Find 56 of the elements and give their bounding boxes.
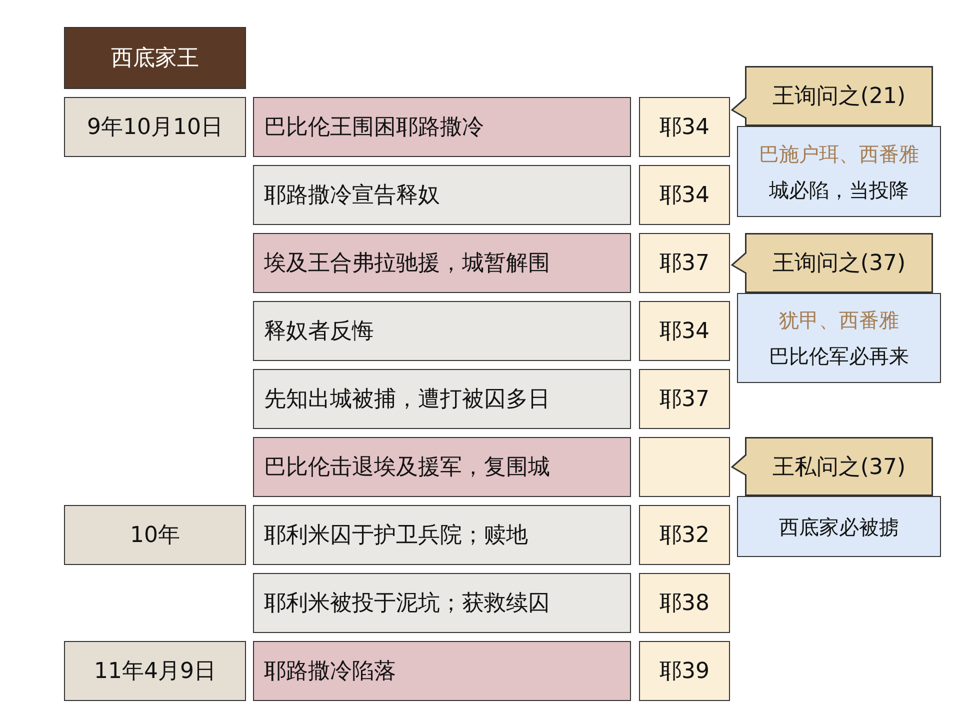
callout-box: [731, 233, 933, 293]
event-box: [253, 165, 631, 225]
title-box: [64, 27, 246, 89]
event-text: 释奴者反悔: [264, 318, 374, 346]
title-text: 西底家王: [111, 45, 199, 73]
date-box: [64, 641, 246, 701]
event-box: [253, 573, 631, 633]
date-text: 11年4月9日: [94, 658, 216, 686]
event-text: 巴比伦击退埃及援军，复围城: [264, 454, 550, 482]
event-text: 先知出城被捕，遭打被囚多日: [264, 386, 550, 414]
answer-text: 巴比伦军必再来: [769, 343, 909, 370]
reference-box: [639, 233, 730, 293]
reference-box: [639, 165, 730, 225]
answer-text: 城必陷，当投降: [769, 176, 909, 204]
reference-text: 耶37: [660, 386, 710, 414]
answer-box: [737, 293, 941, 383]
answer-text: 西底家必被掳: [779, 514, 899, 540]
reference-box: [639, 641, 730, 701]
date-text: 9年10月10日: [87, 114, 223, 142]
reference-box: [639, 369, 730, 429]
reference-text: 耶34: [660, 182, 710, 210]
event-text: 埃及王合弗拉驰援，城暂解围: [264, 250, 550, 278]
callout-box: [731, 66, 933, 126]
event-text: 耶路撒冷宣告释奴: [264, 182, 440, 210]
event-box: [253, 369, 631, 429]
reference-box: [639, 505, 730, 565]
date-box: [64, 97, 246, 157]
reference-box: [639, 573, 730, 633]
event-box: [253, 641, 631, 701]
date-box: [64, 505, 246, 565]
event-text: 耶路撒冷陷落: [264, 658, 396, 686]
event-box: [253, 301, 631, 361]
callout-text: 王私问之(37): [771, 454, 906, 482]
reference-box: [639, 97, 730, 157]
callout-text: 王询问之(21): [771, 83, 906, 111]
event-text: 耶利米囚于护卫兵院；赎地: [264, 522, 528, 550]
reference-text: 耶38: [660, 590, 710, 618]
reference-text: 耶37: [660, 250, 710, 278]
speaker-names: 犹甲、西番雅: [779, 307, 899, 334]
callout-box: [731, 437, 933, 496]
event-box: [253, 233, 631, 293]
event-box: [253, 97, 631, 157]
event-text: 巴比伦王围困耶路撒冷: [264, 114, 484, 142]
event-box: [253, 437, 631, 497]
event-text: 耶利米被投于泥坑；获救续囚: [264, 590, 550, 618]
reference-text: 耶39: [660, 658, 710, 686]
reference-text: 耶34: [660, 114, 710, 142]
speaker-names: 巴施户珥、西番雅: [759, 140, 919, 168]
reference-box: [639, 301, 730, 361]
answer-box: [737, 126, 941, 217]
reference-text: 耶32: [660, 522, 710, 550]
answer-box: [737, 496, 941, 557]
event-box: [253, 505, 631, 565]
date-text: 10年: [130, 522, 180, 550]
callout-text: 王询问之(37): [771, 250, 906, 278]
reference-text: 耶34: [660, 318, 710, 346]
